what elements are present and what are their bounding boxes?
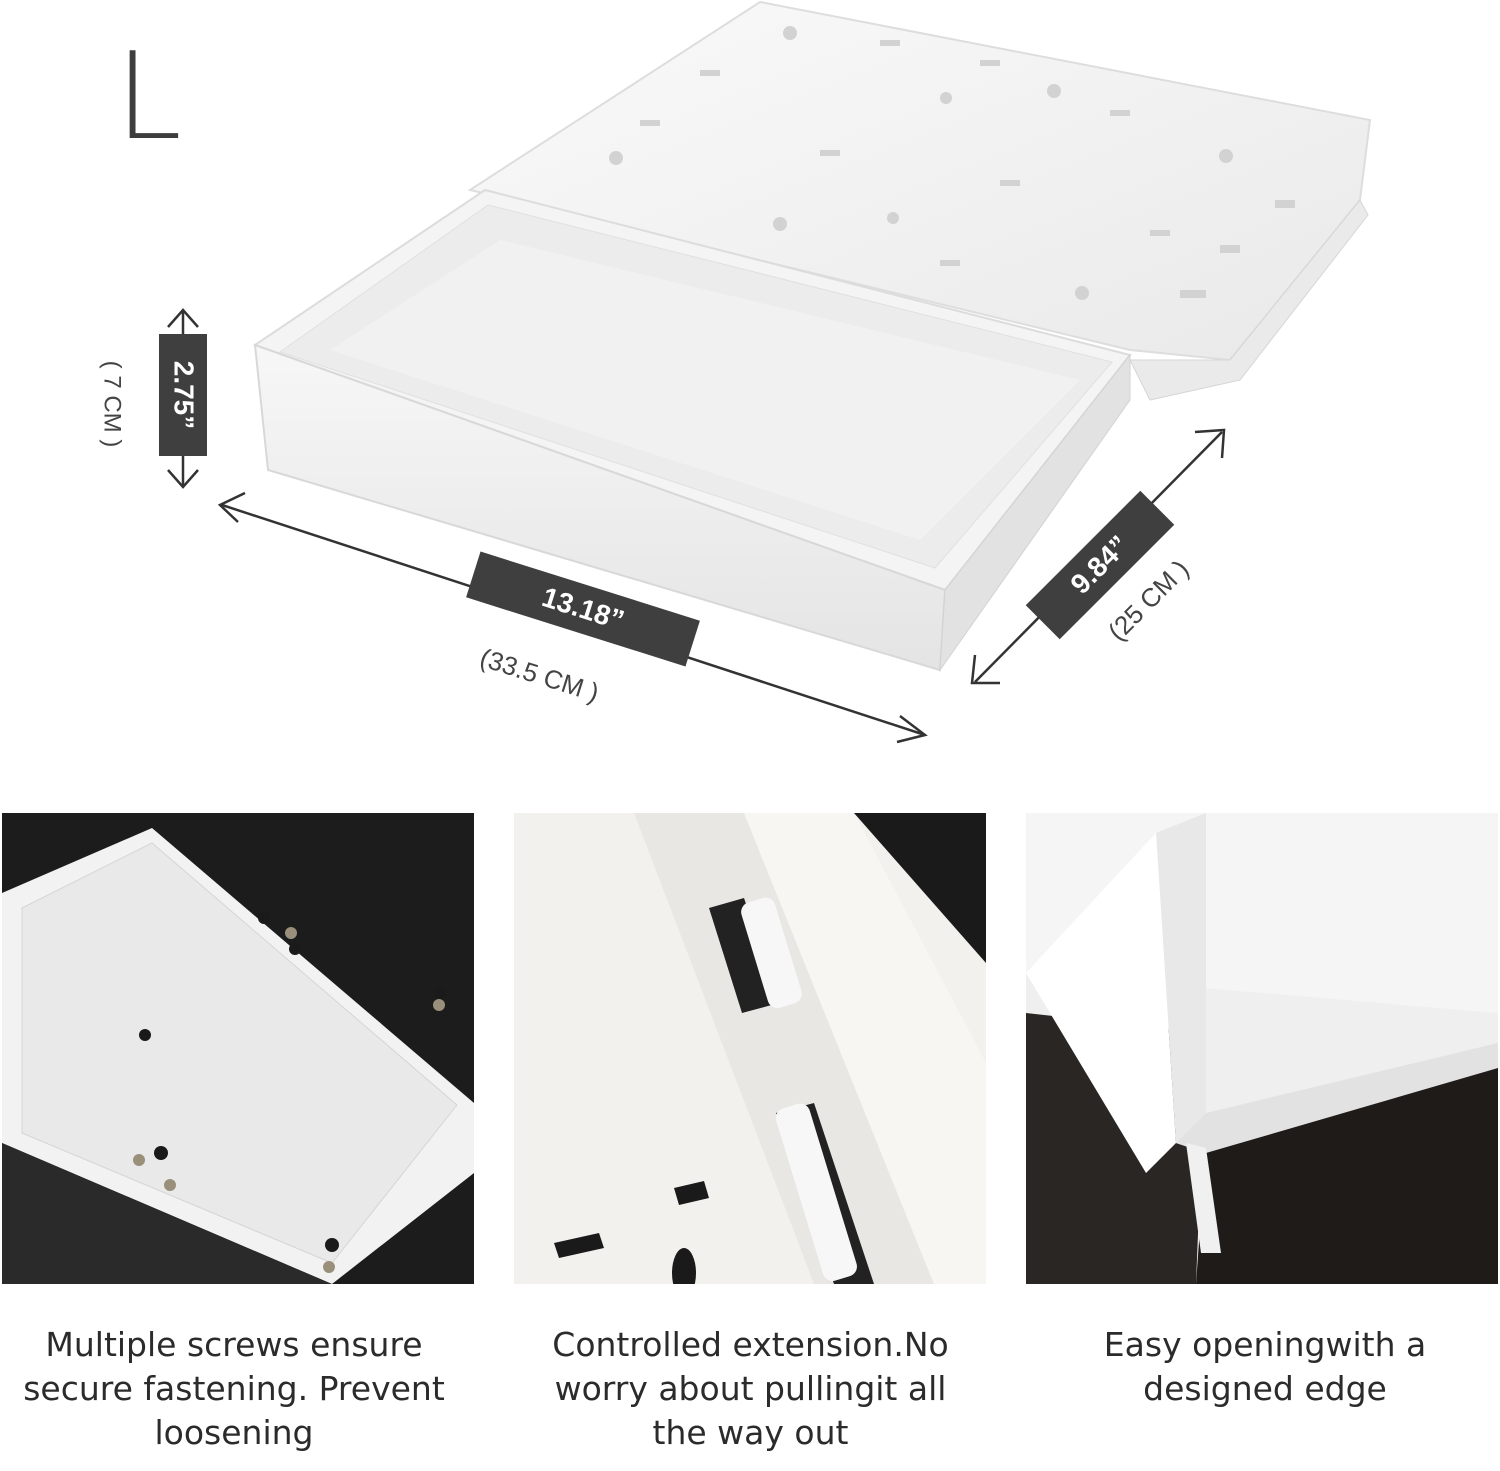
height-metric: ( 7 CM ) (98, 360, 126, 448)
height-value: 2.75” (168, 360, 199, 430)
caption-rail: Controlled extension.No worry about pull… (552, 1325, 949, 1452)
photo-screws (2, 813, 474, 1284)
drawer-side (939, 353, 1131, 672)
drawer-product-image (167, 0, 1372, 744)
caption-screws: Multiple screws ensure secure fastening.… (23, 1325, 445, 1452)
drawer-inner-floor (330, 240, 1080, 540)
height-dimension-label: 2.75” (159, 334, 207, 456)
size-letter: L (115, 28, 182, 167)
photo-rail (514, 813, 986, 1284)
photo-edge (1026, 813, 1498, 1284)
caption-edge: Easy openingwith a designed edge (1103, 1325, 1427, 1408)
